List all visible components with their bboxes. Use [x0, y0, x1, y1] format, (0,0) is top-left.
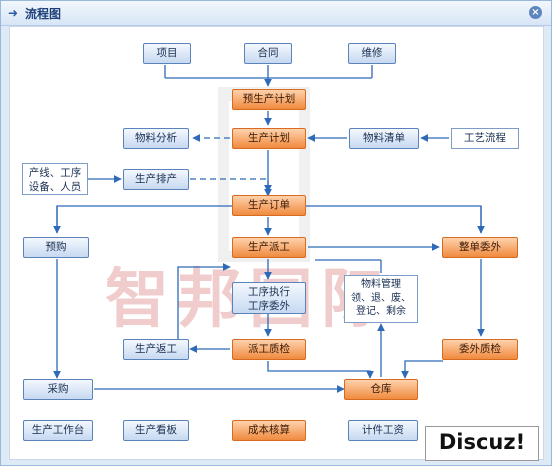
node-process-flow[interactable]: 工艺流程	[451, 128, 519, 149]
window-title: 流程图	[25, 7, 62, 21]
node-production-schedule[interactable]: 生产排产	[123, 169, 189, 190]
node-whole-outsource[interactable]: 整单委外	[442, 237, 518, 258]
node-rework[interactable]: 生产返工	[123, 339, 189, 360]
node-dispatch-qc[interactable]: 派工质检	[232, 339, 306, 360]
node-cost-accounting[interactable]: 成本核算	[232, 420, 306, 441]
node-material-management[interactable]: 物料管理 领、退、废、 登记、剩余	[344, 275, 418, 323]
window-header: ➜ 流程图 ×	[1, 1, 551, 26]
node-item[interactable]: 项目	[143, 43, 191, 64]
node-pre-production-plan[interactable]: 预生产计划	[232, 89, 306, 110]
node-piece-wage[interactable]: 计件工资	[348, 420, 418, 441]
node-maintenance[interactable]: 维修	[348, 43, 396, 64]
node-production-order[interactable]: 生产订单	[232, 195, 306, 216]
node-process-execution[interactable]: 工序执行 工序委外	[232, 282, 306, 314]
node-outsource-qc[interactable]: 委外质检	[442, 339, 518, 360]
node-dispatch[interactable]: 生产派工	[232, 237, 306, 258]
arrow-right-icon: ➜	[8, 6, 19, 20]
close-icon[interactable]: ×	[529, 6, 542, 19]
node-contract[interactable]: 合同	[244, 43, 292, 64]
node-warehouse[interactable]: 仓库	[344, 379, 418, 400]
node-material-analysis[interactable]: 物料分析	[123, 128, 189, 149]
node-workbench[interactable]: 生产工作台	[23, 420, 93, 441]
node-kanban[interactable]: 生产看板	[123, 420, 189, 441]
node-purchase[interactable]: 采购	[23, 379, 93, 400]
node-material-list[interactable]: 物料清单	[349, 128, 419, 149]
node-production-plan[interactable]: 生产计划	[232, 128, 306, 149]
node-pre-purchase[interactable]: 预购	[23, 237, 89, 258]
node-line-resources[interactable]: 产线、工序 设备、人员	[22, 163, 88, 195]
discuz-badge: Discuz!	[425, 426, 539, 461]
diagram-canvas: 智邦国际	[9, 26, 544, 460]
